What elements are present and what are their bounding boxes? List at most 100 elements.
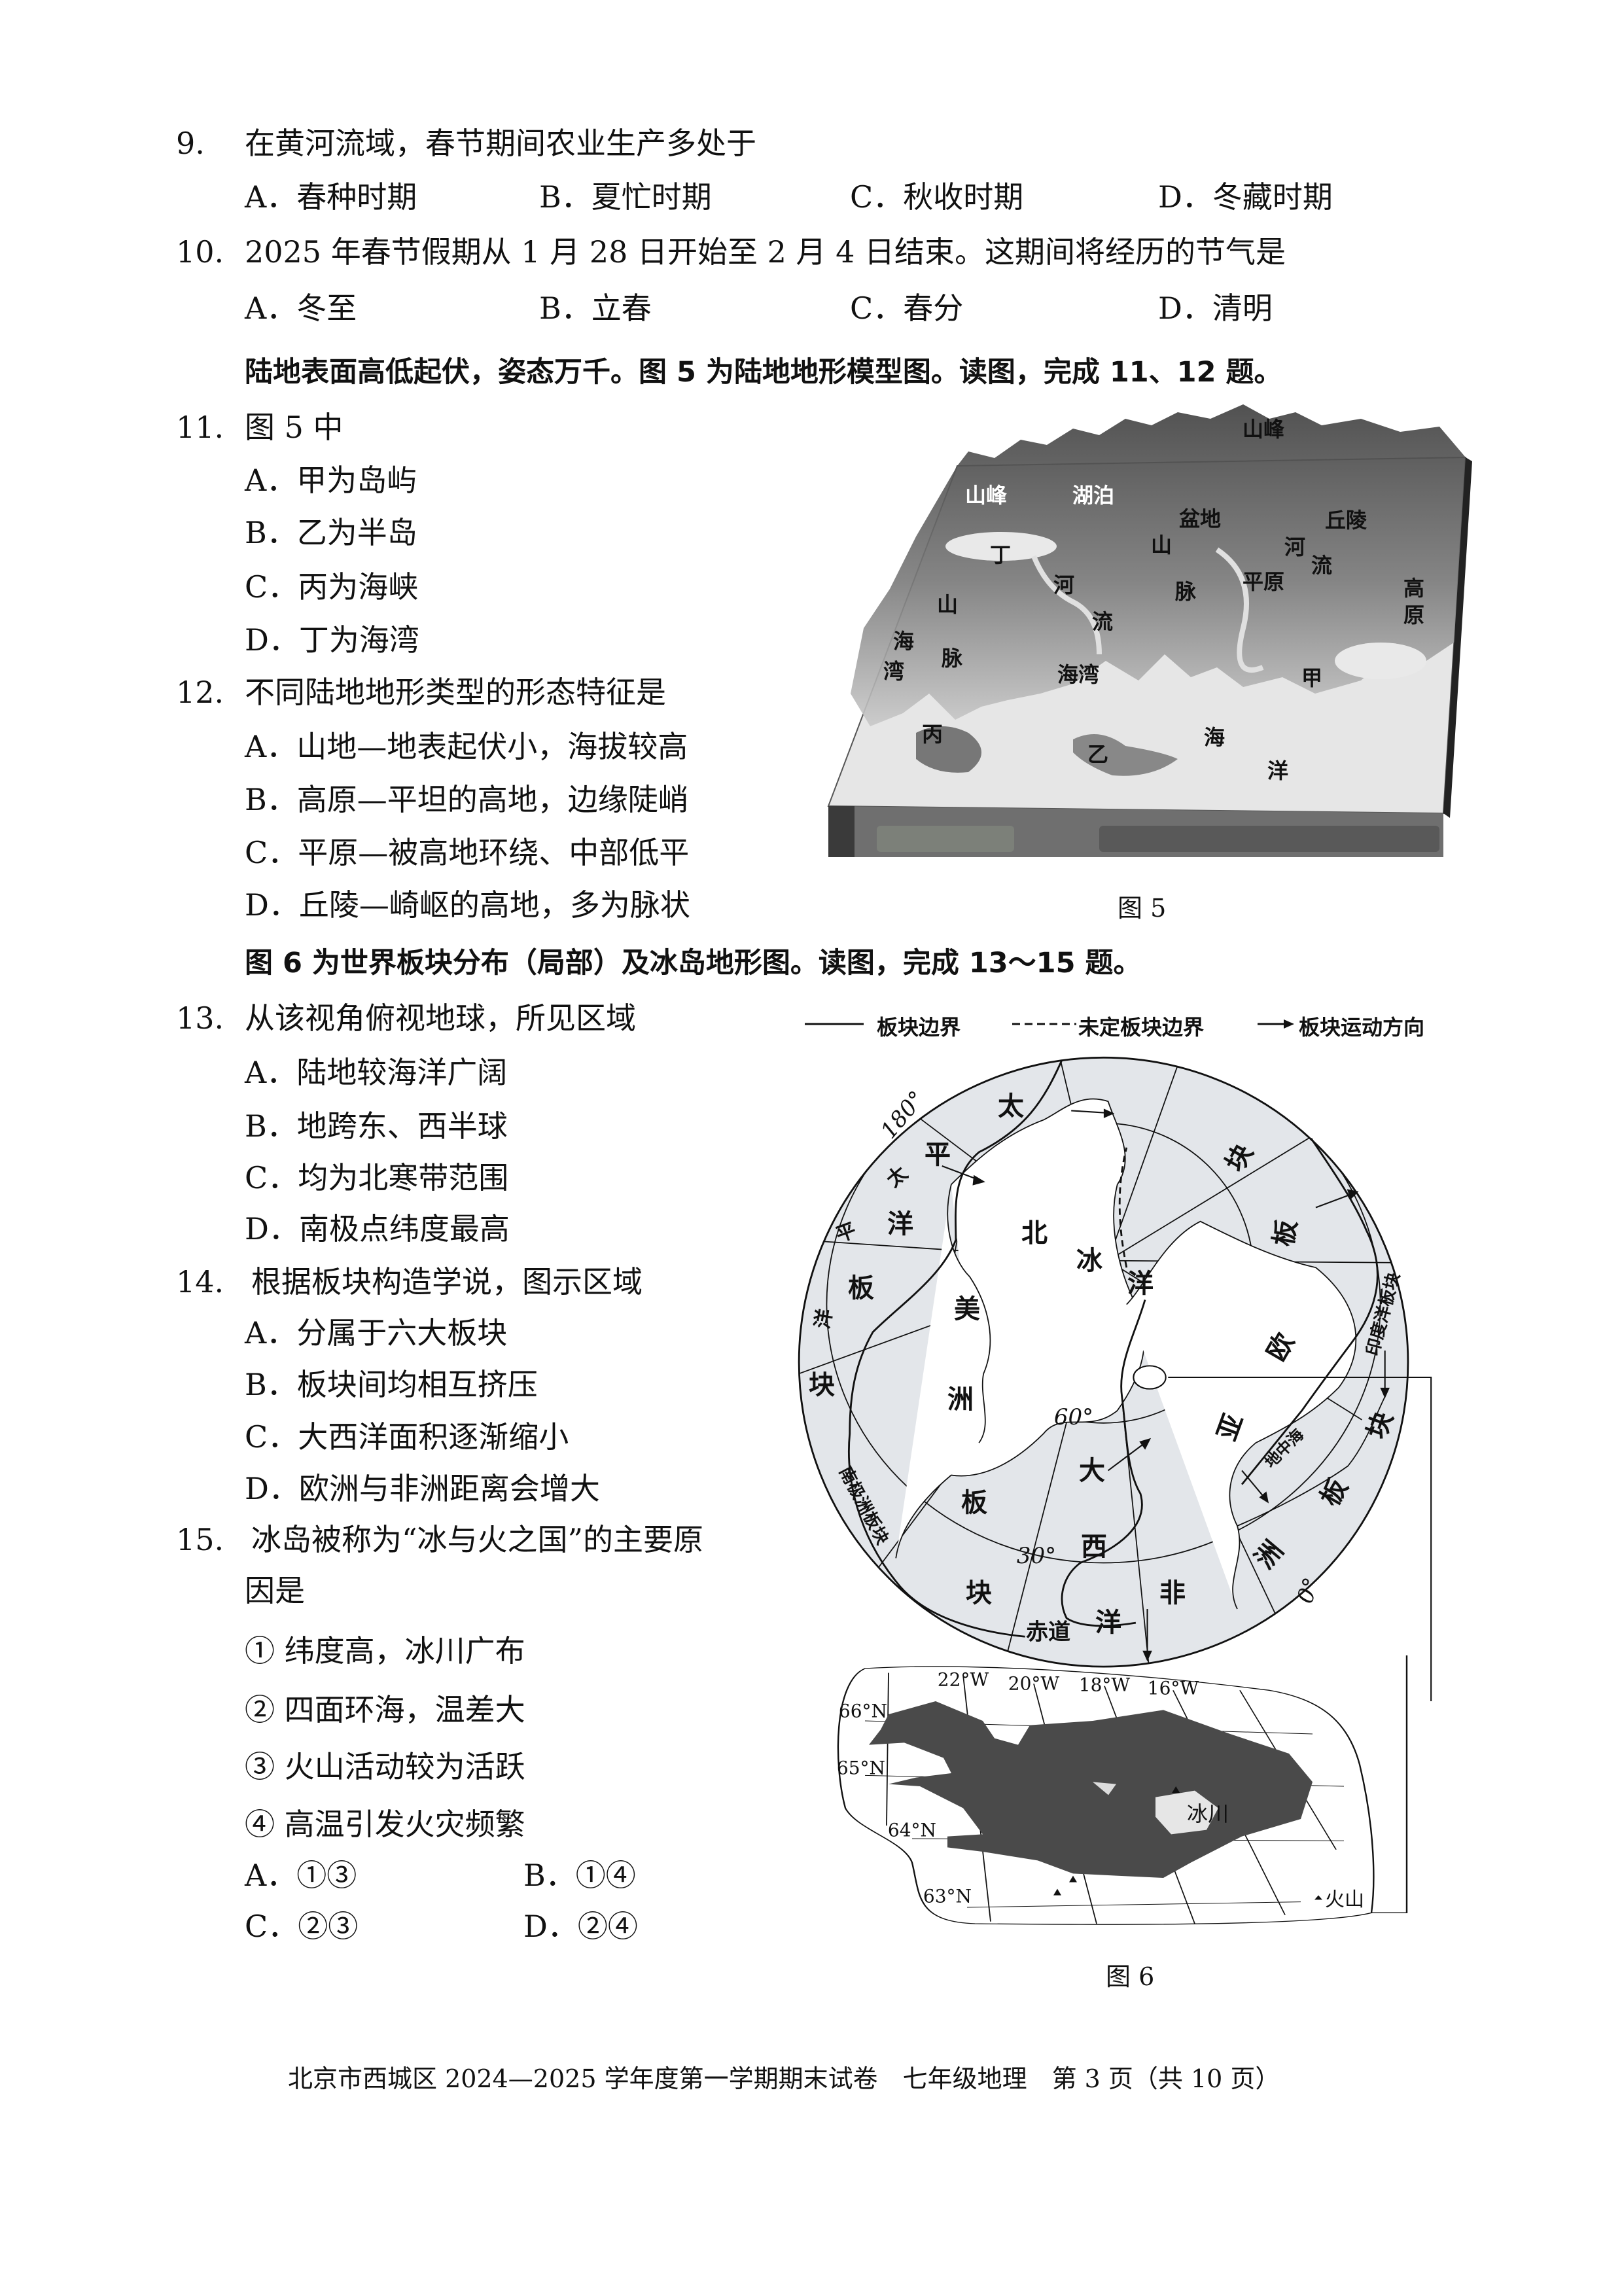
option-d: D．欧洲与非洲距离会增大: [245, 1471, 600, 1506]
label-pacific-plate: 平: [925, 1140, 951, 1170]
question-number: 12.: [176, 675, 224, 710]
label-mountain: 脉: [941, 646, 963, 671]
label-bay: 湾: [883, 659, 905, 684]
label-african-plate: 非: [1159, 1578, 1186, 1608]
label-pacific-plate: 太: [998, 1091, 1024, 1122]
solid-line-legend-icon: [805, 1023, 864, 1025]
label-latitude: 63°N: [923, 1885, 972, 1907]
label-arctic-ocean: 洋: [1127, 1269, 1154, 1299]
label-river: 河: [1284, 535, 1306, 559]
label-basin: 盆地: [1178, 506, 1222, 531]
arrow-legend-icon: [1258, 1019, 1294, 1029]
label-pacific-plate: 板: [848, 1273, 874, 1303]
label-atlantic-ocean: 洋: [1095, 1608, 1121, 1638]
option-b: B．乙为半岛: [245, 515, 417, 550]
terrain-model-figure: [827, 404, 1472, 857]
question-number: 14.: [176, 1264, 224, 1299]
option-a: A．春种时期: [245, 179, 417, 215]
label-river: 流: [1091, 609, 1114, 634]
question-number: 11.: [176, 410, 224, 445]
label-peak: 山峰: [964, 483, 1008, 508]
option-c: C．大西洋面积逐渐缩小: [245, 1419, 569, 1455]
option-a: A．分属于六大板块: [245, 1315, 508, 1351]
question-number: 10.: [176, 234, 224, 270]
statement-2: ② 四面环海，温差大: [245, 1692, 525, 1727]
label-peak: 山峰: [1242, 417, 1285, 442]
page-footer: 北京市西城区 2024—2025 学年度第一学期期末试卷 七年级地理 第 3 页…: [288, 2064, 1280, 2093]
option-b: B．夏忙时期: [539, 179, 712, 215]
option-d: D．②④: [523, 1909, 638, 1944]
option-c: C．均为北寒带范围: [245, 1160, 509, 1195]
label-atlantic-ocean: 大: [1079, 1456, 1105, 1486]
iceland-terrain-map: [837, 1655, 1408, 1925]
label-plateau: 原: [1403, 603, 1425, 627]
label-ocean: 海: [1203, 725, 1225, 750]
option-a: A．山地—地表起伏小，海拔较高: [245, 729, 688, 764]
question-stem: 冰岛被称为“冰与火之国”的主要原: [251, 1522, 704, 1557]
option-b: B．板块间均相互挤压: [245, 1367, 538, 1402]
statement-4: ④ 高温引发火灾频繁: [245, 1807, 525, 1842]
label-latitude: 66°N: [838, 1700, 888, 1722]
option-b: B．立春: [539, 291, 652, 326]
question-stem: 图 5 中: [245, 410, 344, 445]
label-latitude: 65°N: [836, 1757, 886, 1779]
label-latitude: 64°N: [887, 1819, 937, 1841]
option-d: D．冬藏时期: [1158, 179, 1333, 215]
label-longitude: 16°W: [1147, 1677, 1199, 1699]
option-c: C．②③: [245, 1909, 359, 1944]
option-a: A．甲为岛屿: [245, 463, 417, 498]
label-ocean: 洋: [1267, 758, 1289, 783]
option-c: C．丙为海峡: [245, 569, 419, 605]
label-30-degree: 30°: [1016, 1543, 1057, 1569]
dashed-line-legend-icon: [1012, 1023, 1076, 1025]
option-c: C．春分: [850, 291, 964, 326]
label-longitude: 20°W: [1008, 1672, 1060, 1695]
option-a: A．①③: [245, 1858, 357, 1893]
label-plain: 平原: [1242, 569, 1285, 594]
label-river: 河: [1053, 573, 1075, 597]
label-longitude: 18°W: [1078, 1674, 1131, 1696]
label-arctic-ocean: 北: [1021, 1218, 1048, 1248]
label-bay: 海湾: [1057, 662, 1100, 687]
label-pacific-plate: 洋: [887, 1209, 913, 1239]
option-b: B．地跨东、西半球: [245, 1108, 508, 1144]
label-lake: 湖泊: [1072, 483, 1115, 508]
question-stem: 从该视角俯视地球，所见区域: [245, 1000, 636, 1036]
option-a: A．冬至: [245, 291, 357, 326]
label-plateau: 高: [1403, 576, 1425, 601]
label-mountain: 山: [936, 592, 959, 617]
question-stem: 在黄河流域，春节期间农业生产多处于: [245, 126, 756, 161]
question-number: 9.: [176, 126, 205, 161]
option-c: C．平原—被高地环绕、中部低平: [245, 835, 690, 870]
label-yi: 乙: [1087, 742, 1109, 767]
section-intro: 图 6 为世界板块分布（局部）及冰岛地形图。读图，完成 13～15 题。: [245, 947, 1142, 980]
question-stem: 2025 年春节假期从 1 月 28 日开始至 2 月 4 日结束。这期间将经历…: [245, 234, 1286, 270]
label-hills: 丘陵: [1324, 508, 1367, 533]
section-intro: 陆地表面高低起伏，姿态万千。图 5 为陆地地形模型图。读图，完成 11、12 题…: [245, 356, 1282, 389]
figure-6-caption: 图 6: [1106, 1962, 1155, 1991]
plate-globe-map: [798, 1056, 1432, 1701]
question-stem-continued: 因是: [245, 1573, 305, 1608]
label-atlantic-ocean: 西: [1081, 1532, 1107, 1562]
statement-3: ③ 火山活动较为活跃: [245, 1749, 525, 1784]
legend-motion: 板块运动方向: [1299, 1015, 1425, 1040]
legend-boundary: 板块边界: [877, 1015, 961, 1040]
statement-1: ① 纬度高，冰川广布: [245, 1633, 525, 1669]
option-b: B．高原—平坦的高地，边缘陡峭: [245, 782, 688, 817]
label-ding: 丁: [989, 542, 1012, 567]
question-stem: 不同陆地地形类型的形态特征是: [245, 675, 666, 710]
option-d: D．南极点纬度最高: [245, 1211, 510, 1246]
label-60-degree: 60°: [1053, 1404, 1094, 1430]
label-jia: 甲: [1301, 665, 1323, 690]
question-number: 13.: [176, 1000, 224, 1036]
label-mountain: 脉: [1174, 579, 1197, 604]
label-mountain: 山: [1150, 533, 1172, 557]
option-a: A．陆地较海洋广阔: [245, 1055, 508, 1090]
question-stem: 根据板块构造学说，图示区域: [251, 1264, 643, 1299]
label-bay: 海: [892, 629, 915, 654]
option-c: C．秋收时期: [850, 179, 1024, 215]
label-american-plate: 洲: [947, 1385, 974, 1415]
label-equator: 赤道: [1026, 1619, 1070, 1646]
label-american-plate: 美: [954, 1294, 980, 1324]
figure-5-caption: 图 5: [1118, 894, 1167, 923]
